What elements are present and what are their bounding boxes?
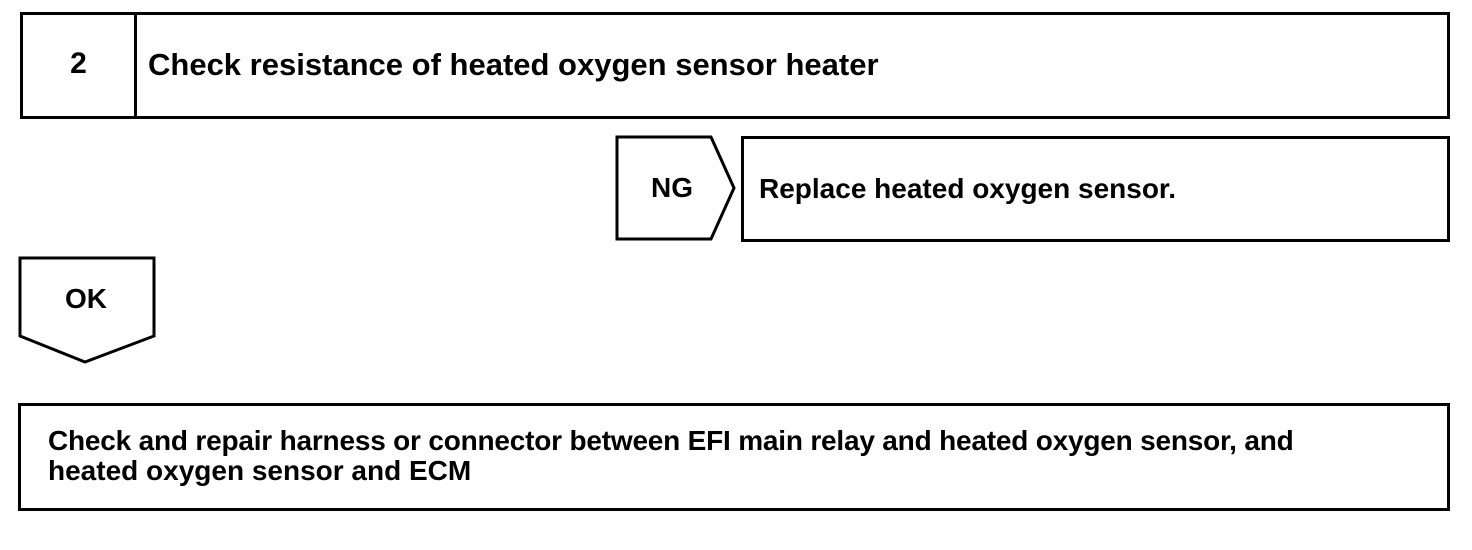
final-action-box [18, 403, 1450, 511]
ng-action-box [741, 136, 1450, 242]
step-number: 2 [70, 47, 87, 80]
ng-label: NG [651, 172, 693, 203]
step-number-cell [23, 15, 137, 116]
final-action-line2: heated oxygen sensor and ECM [48, 455, 472, 486]
step-title: Check resistance of heated oxygen sensor… [148, 47, 879, 82]
step-box [20, 12, 1450, 119]
ok-arrow [18, 256, 156, 364]
ok-label: OK [65, 283, 107, 314]
final-action-line1: Check and repair harness or connector be… [48, 425, 1294, 456]
ng-arrow [615, 135, 736, 241]
ng-action-text: Replace heated oxygen sensor. [759, 173, 1177, 204]
